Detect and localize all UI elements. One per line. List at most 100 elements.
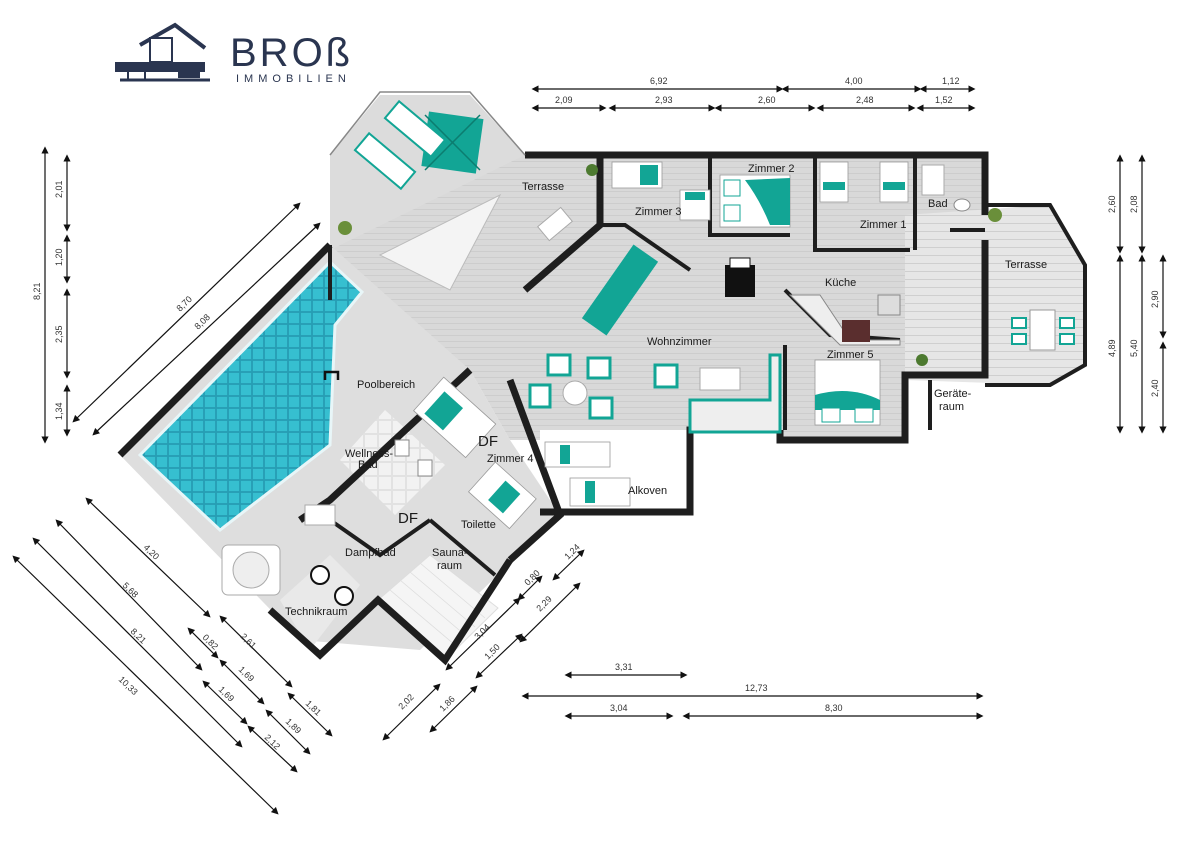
wall-north [600,151,989,215]
bed-icon [819,161,909,203]
dim-label: 5,40 [1129,339,1139,357]
label-zimmer5: Zimmer 5 [827,349,873,361]
cooktop-icon [842,320,870,342]
label-technikraum: Technikraum [285,606,347,618]
label-terrasse-nw: Terrasse [522,181,564,193]
sink-icon [877,294,901,316]
wall-zimmer3-west [522,151,604,293]
dim-label: 1,81 [304,698,324,717]
dim-label: 8,08 [192,312,212,331]
brand-logo: BROß IMMOBILIEN [115,22,353,85]
dim-label: 2,09 [555,95,573,105]
label-sauna-2: raum [437,560,462,572]
terrace-dining-icon [1011,309,1075,351]
dim-label: 0,80 [522,568,541,587]
dim-label: 2,61 [239,631,259,650]
dim-label: 1,86 [437,694,456,713]
dim-label: 5,68 [121,580,141,599]
plant-icon [916,354,928,366]
brand-name: BROß [230,31,353,75]
label-wohnzimmer: Wohnzimmer [647,336,712,348]
dim-label: 2,12 [263,732,283,751]
label-terrasse-e: Terrasse [1005,259,1047,271]
dimensions-top: 6,92 4,00 1,12 2,09 2,93 2,60 2,48 1,52 [531,76,976,112]
dim-label: 4,00 [845,76,863,86]
terrace-nw-outline [329,91,526,156]
wellness-floor [340,410,445,515]
shower-icon [304,504,336,526]
dining-table-icon [581,244,659,336]
dim-label: 0,82 [201,632,221,651]
dim-label: 2,01 [54,180,64,198]
label-df-zimmer4: DF [478,433,498,450]
wall-east [776,240,989,444]
label-zimmer1: Zimmer 1 [860,219,906,231]
label-wellness-2: Bad [358,459,378,471]
label-zimmer4: Zimmer 4 [487,453,533,465]
kitchen-counter-icon [788,294,901,346]
sofa-icon [688,353,782,434]
label-df-wellness: DF [398,510,418,527]
pool-ladder-icon [323,370,340,380]
sun-lounger-icon [353,99,447,191]
label-geraeteraum-1: Geräte- [934,388,972,400]
bed-icon [544,441,631,507]
label-wellness-1: Wellness- [345,448,393,460]
parasol-icon [421,111,484,174]
dim-label: 12,73 [745,683,768,693]
terrace-e-outline [985,203,1087,387]
dim-label: 1,12 [942,76,960,86]
label-sauna-1: Sauna- [432,547,468,559]
brand-subtitle: IMMOBILIEN [236,73,351,85]
plant-icon [338,221,352,235]
dim-label: 2,93 [655,95,673,105]
label-zimmer2: Zimmer 2 [748,163,794,175]
bed-icon [814,359,881,426]
round-table-icon [562,380,588,406]
dim-label: 2,60 [1107,195,1117,213]
dim-label: 2,29 [534,594,553,613]
dim-label: 2,02 [396,692,415,711]
label-alkoven: Alkoven [628,485,667,497]
dim-label: 8,21 [129,626,149,645]
dim-label: 1,34 [54,402,64,420]
boiler-icon [310,565,330,585]
dim-label: 2,90 [1150,290,1160,308]
dim-label: 1,69 [237,664,257,683]
bed-icon [719,174,791,228]
wall-sauna [428,518,497,577]
dim-label: 4,89 [1107,339,1117,357]
boiler-icon [334,586,354,606]
dim-label: 8,70 [174,294,194,313]
plant-icon [988,208,1002,222]
dim-label: 1,20 [54,248,64,266]
dimensions-right: 2,60 2,08 4,89 5,40 2,90 2,40 [1107,154,1167,434]
wall-zimmer3-south [600,223,692,272]
dim-label: 2,48 [856,95,874,105]
sink-icon [394,439,410,457]
label-kueche: Küche [825,277,856,289]
wall-zimmer4-east [506,378,565,563]
dim-label: 2,40 [1150,379,1160,397]
terrace-e-floor [905,205,1085,385]
dim-label: 1,50 [482,642,501,661]
whirlpool-icon [221,544,281,596]
dim-label: 1,52 [935,95,953,105]
terrace-table-icon [537,206,573,242]
label-geraeteraum-2: raum [939,401,964,413]
dimensions-bottom: 3,31 12,73 3,04 8,30 [521,662,984,720]
dim-label: 2,35 [54,325,64,343]
dim-label: 6,92 [650,76,668,86]
dim-label: 10,33 [117,674,140,697]
wall-zimmer1 [813,155,910,252]
label-dampfbad: Dampfbad [345,547,396,559]
label-bad: Bad [928,198,948,210]
dim-label: 2,60 [758,95,776,105]
shower-icon [921,164,945,196]
dim-label: 4,20 [142,542,162,561]
label-zimmer3: Zimmer 3 [635,206,681,218]
toilet-icon [953,198,971,212]
bed-icon [413,376,537,530]
house-icon [115,22,210,82]
